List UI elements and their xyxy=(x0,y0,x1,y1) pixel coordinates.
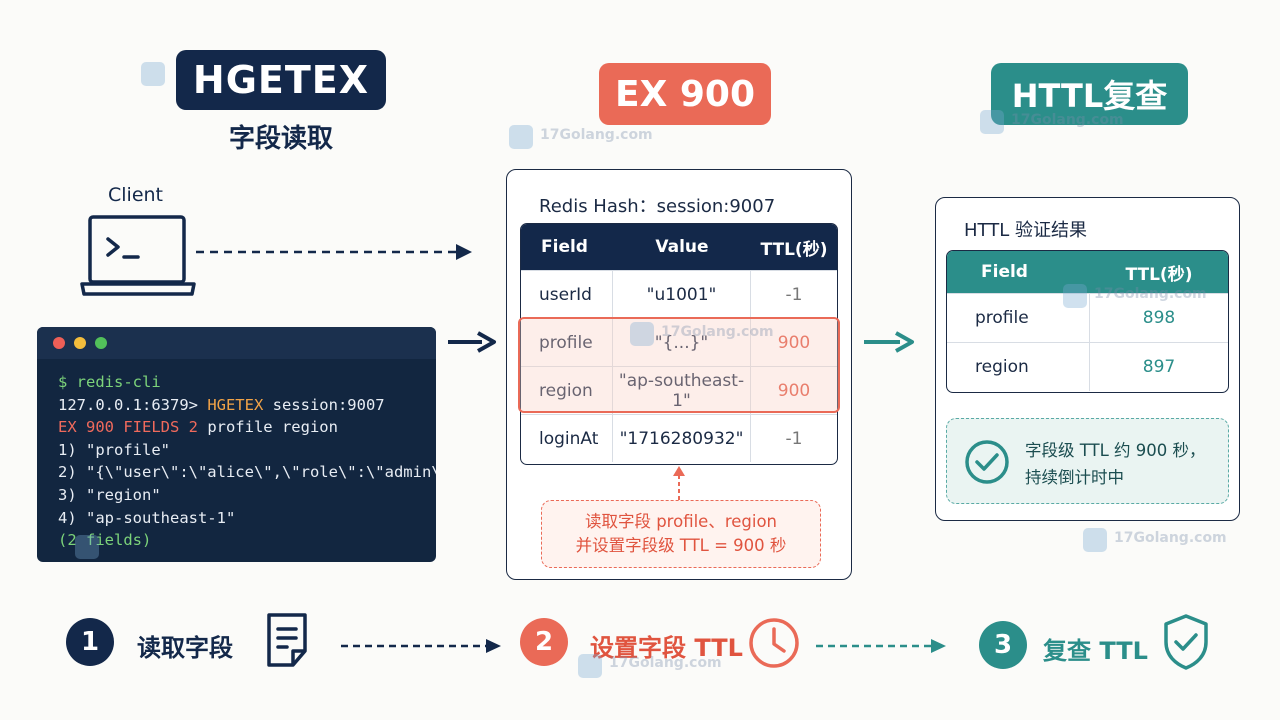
watermark-logo-icon xyxy=(141,62,165,86)
hash-to-httl-arrow xyxy=(864,331,914,353)
terminal-line: 4) "ap-southeast-1" xyxy=(58,508,236,527)
watermark: 17Golang.com xyxy=(609,655,722,671)
httl-table-header: Field TTL(秒) xyxy=(947,251,1228,293)
terminal-line: $ redis-cli xyxy=(58,373,161,391)
terminal-output: $ redis-cli 127.0.0.1:6379> HGETEX sessio… xyxy=(37,359,436,552)
step-3-label: 复查 TTL xyxy=(1043,637,1148,665)
httl-title: HTTL 验证结果 xyxy=(964,220,1087,241)
note-pointer-arrow xyxy=(673,466,685,500)
step-2-number: 2 xyxy=(520,618,568,666)
document-icon xyxy=(267,613,307,667)
watermark: 17Golang.com xyxy=(540,127,653,143)
watermark-logo-icon xyxy=(1083,528,1107,552)
terminal-line: 127.0.0.1:6379> HGETEX session:9007 xyxy=(58,395,385,414)
step-3-number: 3 xyxy=(979,621,1027,669)
httl-table: Field TTL(秒) profile 898 region 897 xyxy=(946,250,1229,393)
terminal-line: 3) "region" xyxy=(58,485,161,504)
terminal-line: 1) "profile" xyxy=(58,440,170,459)
hgetex-subtitle: 字段读取 xyxy=(228,124,333,154)
hgetex-note: 读取字段 profile、region 并设置字段级 TTL = 900 秒 xyxy=(541,500,821,568)
table-row: profile "{...}" 900 xyxy=(521,318,837,366)
ex-badge: EX 900 xyxy=(599,63,771,125)
laptop-terminal-icon xyxy=(80,215,196,296)
step-1-to-2-arrow xyxy=(341,639,501,653)
table-row: profile 898 xyxy=(947,293,1228,342)
client-label: Client xyxy=(108,184,164,206)
terminal-to-hash-arrow xyxy=(448,331,496,353)
shield-check-icon xyxy=(1164,614,1208,670)
step-2-label: 设置字段 TTL xyxy=(590,634,743,662)
step-1-number: 1 xyxy=(66,618,114,666)
hash-table: Field Value TTL(秒) userId "u1001" -1 pro… xyxy=(520,223,838,465)
httl-result-box: 字段级 TTL 约 900 秒， 持续倒计时中 xyxy=(946,418,1229,504)
highlighted-rows xyxy=(518,317,840,413)
watermark-logo-icon xyxy=(75,535,99,559)
watermark-logo-icon xyxy=(630,322,654,346)
watermark-logo-icon xyxy=(578,654,602,678)
watermark: 17Golang.com xyxy=(1011,112,1124,128)
httl-badge: HTTL复查 xyxy=(991,63,1188,125)
table-row: loginAt "1716280932" -1 xyxy=(521,414,837,462)
terminal-line: EX 900 FIELDS 2 profile region xyxy=(58,418,338,437)
step-2-to-3-arrow xyxy=(816,639,946,653)
hash-title: Redis Hash：session:9007 xyxy=(539,196,776,217)
redis-cli-terminal: $ redis-cli 127.0.0.1:6379> HGETEX sessio… xyxy=(37,327,436,562)
close-dot-icon xyxy=(53,337,65,349)
terminal-line: (2 fields) xyxy=(58,531,152,550)
maximize-dot-icon xyxy=(95,337,107,349)
client-to-hash-arrow xyxy=(196,244,472,260)
minimize-dot-icon xyxy=(74,337,86,349)
watermark: 17Golang.com xyxy=(1114,530,1227,546)
table-row: region "ap-southeast-1" 900 xyxy=(521,366,837,414)
table-row: region 897 xyxy=(947,342,1228,391)
watermark: 17Golang.com xyxy=(1094,286,1207,302)
terminal-titlebar xyxy=(37,327,436,359)
step-1-label: 读取字段 xyxy=(137,634,233,662)
clock-icon xyxy=(749,618,799,668)
watermark-logo-icon xyxy=(509,125,533,149)
table-row: userId "u1001" -1 xyxy=(521,270,837,318)
watermark-logo-icon xyxy=(980,110,1004,134)
check-circle-icon xyxy=(965,440,1009,484)
watermark: 17Golang.com xyxy=(661,324,774,340)
httl-result-text: 字段级 TTL 约 900 秒， 持续倒计时中 xyxy=(1025,441,1206,487)
terminal-line: 2) "{\"user\":\"alice\",\"role\":\"admin… xyxy=(58,463,436,482)
hash-table-header: Field Value TTL(秒) xyxy=(521,224,837,270)
hgetex-badge: HGETEX xyxy=(176,50,386,110)
watermark-logo-icon xyxy=(1063,284,1087,308)
httl-result-card: HTTL 验证结果 Field TTL(秒) profile 898 regio… xyxy=(935,197,1240,521)
